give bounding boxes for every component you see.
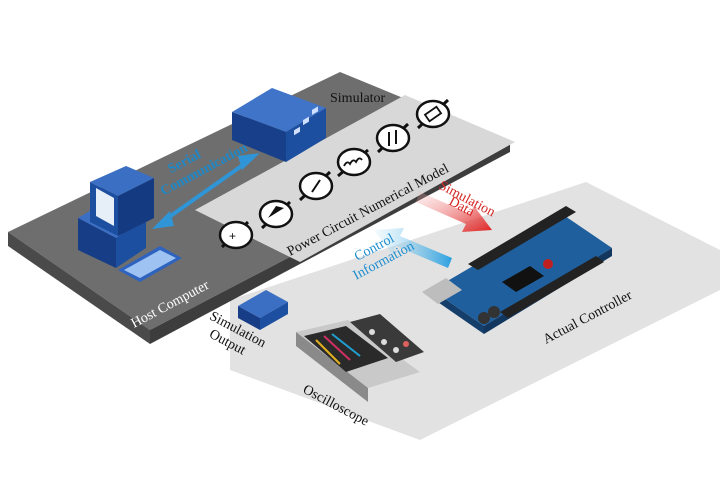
oscilloscope-device: [296, 314, 424, 402]
simulation-data-arrow: [416, 192, 492, 232]
actual-controller-board: [422, 206, 612, 334]
voltage-source-icon: +: [218, 220, 254, 250]
host-platform-edge: [8, 232, 150, 344]
control-info-arrow: [374, 228, 452, 268]
svg-text:+: +: [229, 229, 236, 243]
capacitor-icon: [375, 122, 411, 154]
inductor-icon: [336, 147, 372, 178]
simulator-label: Simulator: [330, 91, 386, 106]
diode-icon: [258, 199, 294, 230]
current-source-icon: [298, 170, 334, 202]
simulation-output-box: [238, 290, 288, 330]
host-computer: [78, 166, 182, 282]
resistor-icon: [415, 98, 451, 130]
serial-arrow: [152, 153, 260, 229]
simulator-box: [232, 88, 326, 162]
